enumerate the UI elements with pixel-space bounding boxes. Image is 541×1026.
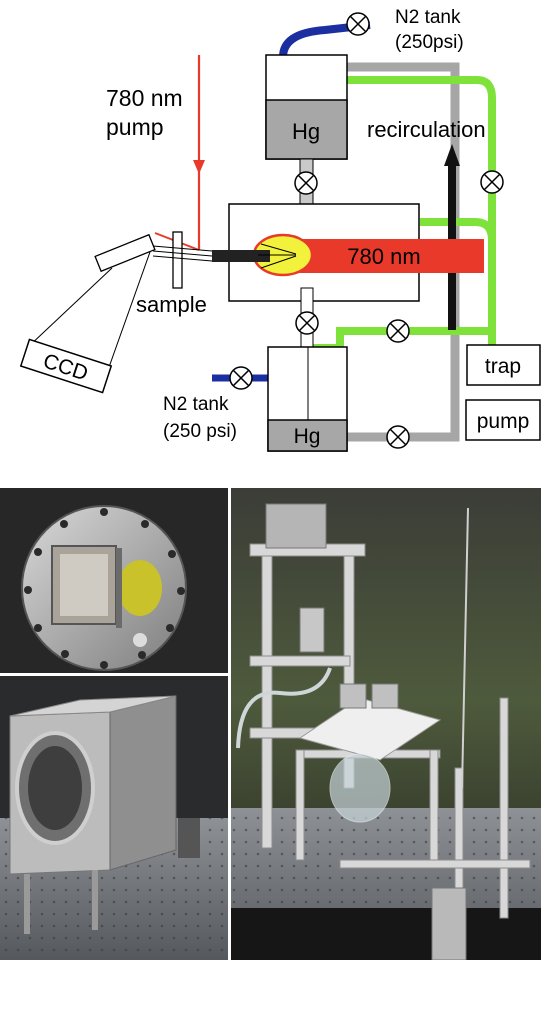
pump-laser-arrowhead [193,160,205,174]
camera-rays [152,245,213,262]
valve-bottom-tube [295,311,319,335]
hg-fill-bottom [267,419,348,452]
pump-box-label: pump [477,410,530,433]
sample-label: sample [136,292,207,317]
sample-plate [172,231,183,289]
photo-panel [0,488,541,960]
recirculation-arrowhead [444,144,460,166]
green-line-top [347,76,496,345]
ccd-projection [26,251,151,385]
pump-wavelength-label: 780 nm [106,85,183,111]
valves [229,12,504,449]
valve-grey-bottom [386,425,410,449]
n2-pressure-bottom-label: (250 psi) [163,421,237,442]
n2-line-top [279,21,371,58]
sample-rod [212,250,270,262]
valve-green-right [480,170,504,194]
valve-green-bottom [386,319,410,343]
trap-box [466,344,541,386]
n2-tank-bottom-label: N2 tank [163,394,229,415]
hg-label-bottom: Hg [294,425,321,448]
n2-tank-top-label: N2 tank [395,7,461,28]
n2-pressure-top-label: (250psi) [395,32,464,53]
valve-top-tube [294,171,318,195]
valve-n2-top [346,12,370,36]
photo-chamber [0,676,228,960]
pump-box [465,399,541,441]
apparatus-diagram: Hg 780 nm Hg CCD trap [19,7,541,452]
recirculation-label: recirculation [367,117,486,142]
hg-label-top: Hg [292,119,320,144]
pump-word-label: pump [106,114,164,140]
ccd-box [19,338,113,394]
valve-n2-bottom [229,366,253,390]
camera-lens [94,233,156,273]
photo-flange [0,488,228,673]
trap-label: trap [485,355,521,378]
emission-rays [258,243,297,269]
photo-apparatus [231,488,541,960]
beam-label: 780 nm [347,244,420,269]
beam-780nm [296,239,484,273]
green-line-middle [420,218,496,241]
